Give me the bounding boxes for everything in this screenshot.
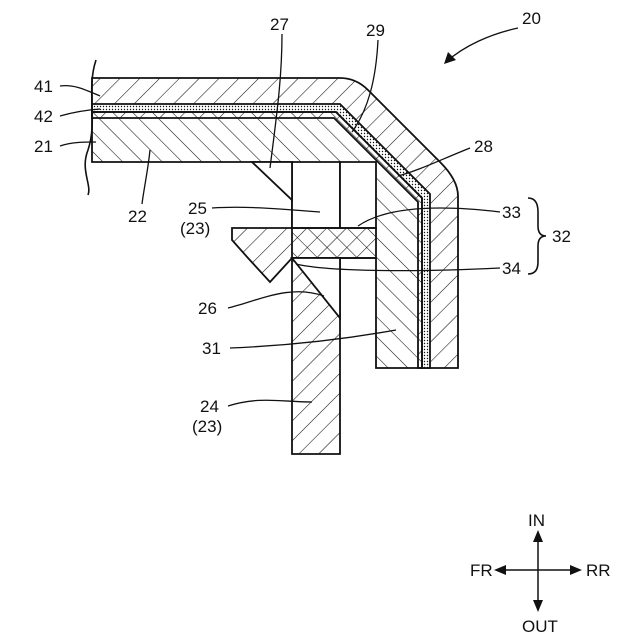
label-22: 22 (128, 207, 147, 226)
label-25-sub: (23) (180, 219, 210, 238)
assembly-arrowhead-20 (444, 52, 456, 64)
label-24: 24 (200, 397, 219, 416)
label-20: 20 (522, 9, 541, 28)
leader-21 (60, 142, 96, 146)
compass-out-label: OUT (522, 617, 558, 636)
assembly-arrow-20 (446, 28, 518, 62)
label-31: 31 (202, 339, 221, 358)
bracket-32 (528, 198, 546, 274)
clip-plate-25 (292, 162, 340, 228)
label-32: 32 (552, 227, 571, 246)
direction-compass (494, 530, 582, 612)
arrow-right-icon (570, 565, 582, 575)
label-27: 27 (270, 15, 289, 34)
label-42: 42 (34, 107, 53, 126)
compass-fr-label: FR (470, 561, 493, 580)
arrow-left-icon (494, 565, 506, 575)
label-21: 21 (34, 137, 53, 156)
label-34: 34 (502, 259, 521, 278)
label-26: 26 (198, 299, 217, 318)
label-41: 41 (34, 77, 53, 96)
label-29: 29 (366, 21, 385, 40)
label-24-sub: (23) (192, 417, 222, 436)
arrow-down-icon (533, 600, 543, 612)
compass-rr-label: RR (586, 561, 611, 580)
compass-in-label: IN (528, 511, 545, 530)
label-28: 28 (474, 137, 493, 156)
label-25: 25 (188, 199, 207, 218)
arrow-up-icon (533, 530, 543, 542)
label-33: 33 (502, 203, 521, 222)
clip-slot-33 (340, 162, 376, 228)
rib-27 (252, 162, 292, 200)
